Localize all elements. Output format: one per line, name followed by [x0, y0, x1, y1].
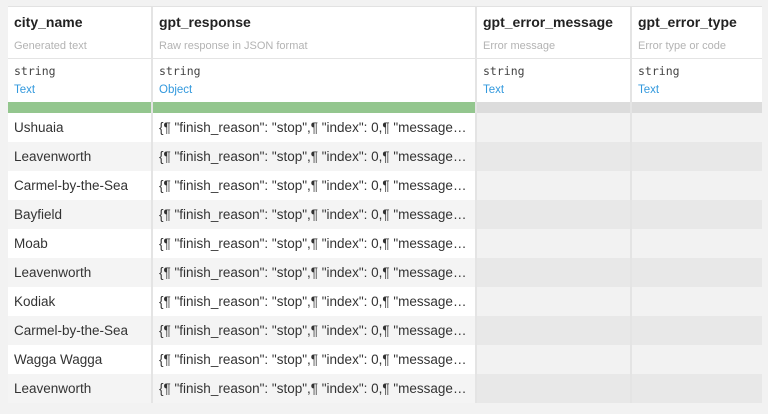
cell-gpt-error-message[interactable]: [477, 229, 632, 258]
validity-bar-row: [8, 102, 762, 113]
cell-gpt-error-message[interactable]: [477, 316, 632, 345]
column-description-row: Generated text Raw response in JSON form…: [8, 36, 762, 59]
table-row[interactable]: Moab {¶ "finish_reason": "stop",¶ "index…: [8, 229, 762, 258]
column-header-city-name[interactable]: city_name: [8, 7, 153, 36]
meaning-link[interactable]: Object: [153, 81, 477, 102]
meaning-link[interactable]: Text: [8, 81, 153, 102]
cell-gpt-error-message[interactable]: [477, 258, 632, 287]
table-row[interactable]: Carmel-by-the-Sea {¶ "finish_reason": "s…: [8, 316, 762, 345]
cell-city-name[interactable]: Leavenworth: [8, 374, 153, 403]
column-description: Generated text: [8, 36, 153, 58]
meaning-row: Text Object Text Text: [8, 81, 762, 102]
storage-type-row: string string string string: [8, 59, 762, 81]
cell-gpt-error-type[interactable]: [632, 345, 762, 374]
cell-gpt-error-type[interactable]: [632, 113, 762, 142]
cell-gpt-response[interactable]: {¶ "finish_reason": "stop",¶ "index": 0,…: [153, 287, 477, 316]
table-row[interactable]: Leavenworth {¶ "finish_reason": "stop",¶…: [8, 258, 762, 287]
dataset-table: city_name gpt_response gpt_error_message…: [8, 6, 762, 403]
cell-gpt-error-type[interactable]: [632, 258, 762, 287]
storage-type[interactable]: string: [8, 59, 153, 81]
cell-gpt-response[interactable]: {¶ "finish_reason": "stop",¶ "index": 0,…: [153, 258, 477, 287]
meaning-link[interactable]: Text: [638, 84, 660, 96]
table-row[interactable]: Leavenworth {¶ "finish_reason": "stop",¶…: [8, 142, 762, 171]
cell-gpt-error-message[interactable]: [477, 200, 632, 229]
cell-gpt-error-message[interactable]: [477, 113, 632, 142]
cell-city-name[interactable]: Ushuaia: [8, 113, 153, 142]
cell-gpt-response[interactable]: {¶ "finish_reason": "stop",¶ "index": 0,…: [153, 142, 477, 171]
cell-gpt-response[interactable]: {¶ "finish_reason": "stop",¶ "index": 0,…: [153, 345, 477, 374]
cell-city-name[interactable]: Leavenworth: [8, 258, 153, 287]
column-header-gpt-error-message[interactable]: gpt_error_message: [477, 7, 632, 36]
table-row[interactable]: Carmel-by-the-Sea {¶ "finish_reason": "s…: [8, 171, 762, 200]
validity-bar[interactable]: [477, 102, 632, 113]
cell-gpt-error-message[interactable]: [477, 287, 632, 316]
cell-city-name[interactable]: Kodiak: [8, 287, 153, 316]
cell-gpt-response[interactable]: {¶ "finish_reason": "stop",¶ "index": 0,…: [153, 229, 477, 258]
storage-type[interactable]: string: [153, 59, 477, 81]
table-row[interactable]: Kodiak {¶ "finish_reason": "stop",¶ "ind…: [8, 287, 762, 316]
cell-gpt-error-type[interactable]: [632, 200, 762, 229]
cell-gpt-error-type[interactable]: [632, 142, 762, 171]
cell-gpt-response[interactable]: {¶ "finish_reason": "stop",¶ "index": 0,…: [153, 113, 477, 142]
cell-city-name[interactable]: Bayfield: [8, 200, 153, 229]
cell-city-name[interactable]: Wagga Wagga: [8, 345, 153, 374]
cell-city-name[interactable]: Carmel-by-the-Sea: [8, 171, 153, 200]
cell-gpt-error-type[interactable]: [632, 374, 762, 403]
column-description: Error message: [477, 36, 632, 58]
validity-bar[interactable]: [153, 102, 477, 113]
cell-gpt-error-message[interactable]: [477, 374, 632, 403]
cell-gpt-response[interactable]: {¶ "finish_reason": "stop",¶ "index": 0,…: [153, 200, 477, 229]
cell-gpt-error-message[interactable]: [477, 345, 632, 374]
cell-gpt-response[interactable]: {¶ "finish_reason": "stop",¶ "index": 0,…: [153, 316, 477, 345]
column-description: Raw response in JSON format: [153, 36, 477, 58]
storage-type[interactable]: string: [477, 59, 632, 81]
validity-bar[interactable]: [632, 102, 762, 113]
column-description: Error type or code: [638, 40, 727, 52]
cell-city-name[interactable]: Moab: [8, 229, 153, 258]
cell-gpt-error-message[interactable]: [477, 171, 632, 200]
cell-city-name[interactable]: Carmel-by-the-Sea: [8, 316, 153, 345]
cell-gpt-error-type[interactable]: [632, 287, 762, 316]
cell-gpt-error-message[interactable]: [477, 142, 632, 171]
table-row[interactable]: Leavenworth {¶ "finish_reason": "stop",¶…: [8, 374, 762, 403]
table-row[interactable]: Ushuaia {¶ "finish_reason": "stop",¶ "in…: [8, 113, 762, 142]
column-header-gpt-error-type[interactable]: gpt_error_type: [638, 14, 737, 30]
meaning-link[interactable]: Text: [477, 81, 632, 102]
table-row[interactable]: Wagga Wagga {¶ "finish_reason": "stop",¶…: [8, 345, 762, 374]
column-header-row: city_name gpt_response gpt_error_message…: [8, 7, 762, 36]
table-row[interactable]: Bayfield {¶ "finish_reason": "stop",¶ "i…: [8, 200, 762, 229]
cell-gpt-response[interactable]: {¶ "finish_reason": "stop",¶ "index": 0,…: [153, 374, 477, 403]
cell-gpt-error-type[interactable]: [632, 229, 762, 258]
storage-type[interactable]: string: [638, 64, 680, 78]
column-header-gpt-response[interactable]: gpt_response: [153, 7, 477, 36]
validity-bar[interactable]: [8, 102, 153, 113]
cell-gpt-response[interactable]: {¶ "finish_reason": "stop",¶ "index": 0,…: [153, 171, 477, 200]
cell-gpt-error-type[interactable]: [632, 171, 762, 200]
cell-gpt-error-type[interactable]: [632, 316, 762, 345]
cell-city-name[interactable]: Leavenworth: [8, 142, 153, 171]
